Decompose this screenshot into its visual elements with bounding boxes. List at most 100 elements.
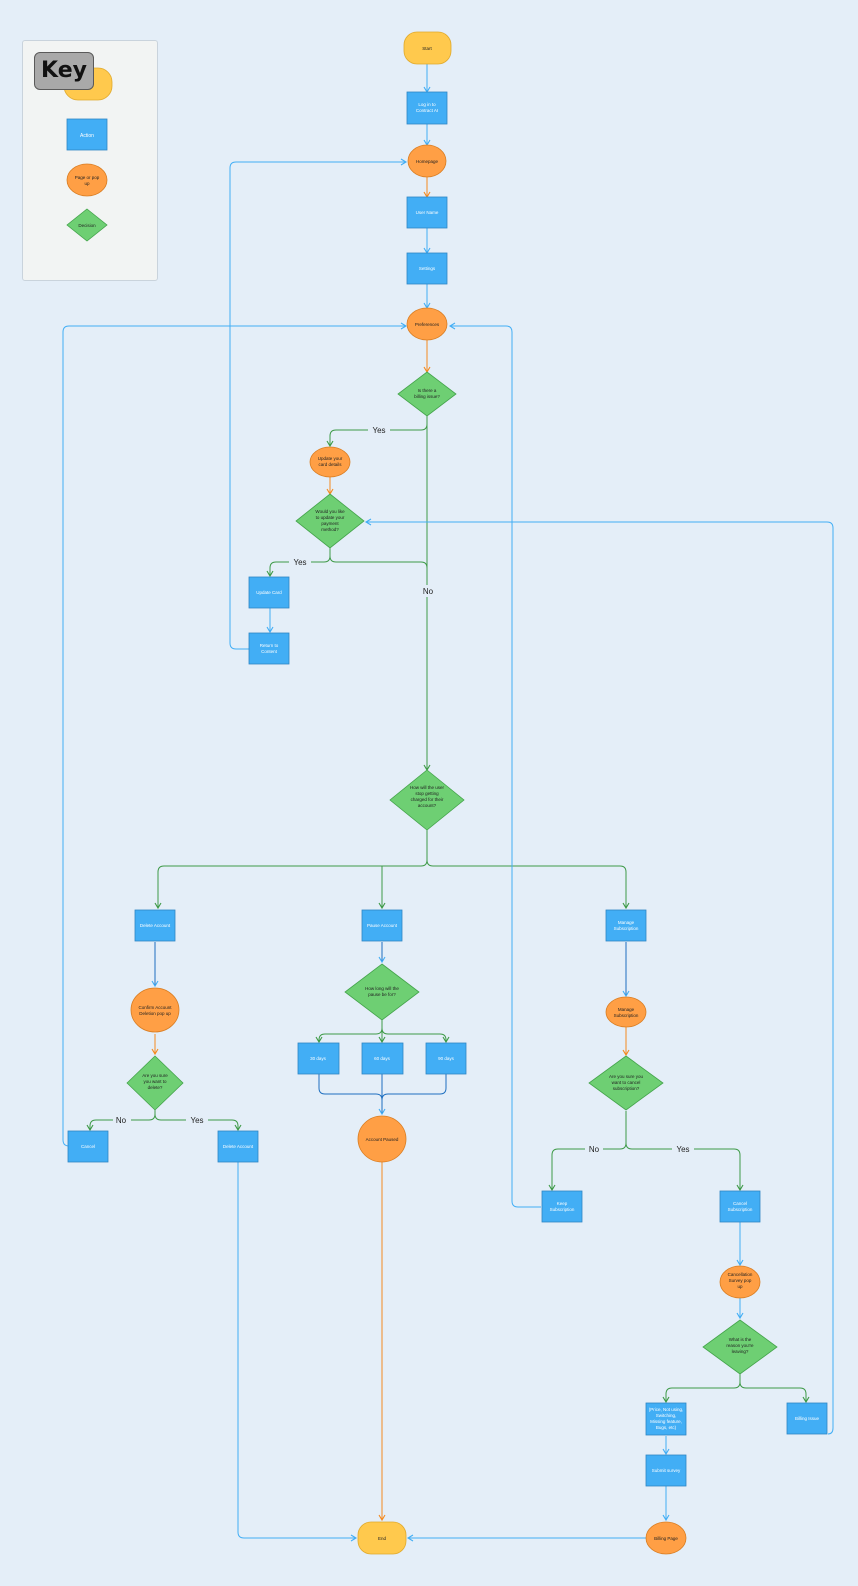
node-start-label: Start bbox=[422, 46, 432, 51]
key-page-label-line2: up bbox=[84, 181, 90, 186]
edge-reasonq-reasons bbox=[662, 1374, 741, 1404]
node-end-label: End bbox=[378, 1536, 387, 1541]
edge-paymentq-no bbox=[329, 548, 428, 569]
edge-cancelq-yes bbox=[625, 1142, 744, 1192]
node-30-days bbox=[297, 1042, 340, 1075]
node-cancel-subscription bbox=[719, 1190, 761, 1223]
node-start bbox=[403, 31, 452, 65]
node-reasons-2: Switching, bbox=[656, 1413, 677, 1418]
node-cancellation-survey bbox=[719, 1265, 761, 1299]
edge-label-no-delete: No bbox=[116, 1116, 127, 1125]
node-update-card-details bbox=[309, 446, 351, 478]
node-user-name-label: User Name bbox=[416, 210, 439, 215]
node-reasons bbox=[645, 1402, 687, 1436]
node-reasons-1: (Price, Not using, bbox=[649, 1407, 684, 1412]
node-update-card-details-1: Update your bbox=[318, 456, 343, 461]
node-60-days-label: 60 days bbox=[374, 1056, 391, 1061]
node-cancel-label: Cancel bbox=[81, 1144, 95, 1149]
node-billing-page bbox=[645, 1521, 687, 1555]
node-manage-subscription-page bbox=[605, 996, 647, 1028]
node-billing-issue-q-2: billing issue? bbox=[414, 394, 440, 399]
edge-label-yes-billing: Yes bbox=[372, 426, 385, 435]
edge-labels: Yes No Yes No Yes No Yes bbox=[113, 424, 694, 1155]
node-cancel-subscription-1: Cancel bbox=[733, 1201, 747, 1206]
edge-pauseq-90 bbox=[381, 1020, 450, 1044]
node-submit-survey-label: Submit survey bbox=[652, 1468, 681, 1473]
edge-return-homepage bbox=[229, 158, 408, 650]
node-billing-issue-q bbox=[397, 371, 457, 417]
node-account-paused-label: Account Paused bbox=[366, 1137, 399, 1142]
key-items: Action Page or pop up Decision bbox=[63, 67, 113, 242]
node-confirm-deletion-1: Confirm Account bbox=[138, 1005, 172, 1010]
node-cancel bbox=[67, 1130, 109, 1163]
nodes: Start Log in to Contract AI Homepage Use… bbox=[67, 31, 828, 1555]
node-cancellation-survey-2: Survey pop bbox=[729, 1278, 752, 1283]
key-page-shape bbox=[66, 163, 108, 197]
node-sure-cancel-q bbox=[588, 1055, 664, 1111]
node-reason-q bbox=[702, 1319, 778, 1375]
key-decision-shape bbox=[66, 208, 108, 242]
node-cancel-subscription-2: Subscription bbox=[728, 1207, 753, 1212]
node-manage-subscription-1: Manage bbox=[618, 920, 635, 925]
node-confirm-deletion-2: Deletion pop up bbox=[139, 1011, 171, 1016]
node-delete-account bbox=[134, 909, 176, 942]
node-return-to-content bbox=[248, 632, 290, 665]
node-keep-subscription-2: Subscription bbox=[550, 1207, 575, 1212]
node-pause-length-q-2: pause be for? bbox=[368, 992, 396, 997]
node-reason-q-3: leaving? bbox=[732, 1349, 749, 1354]
node-reason-q-2: reason you're bbox=[726, 1343, 754, 1348]
node-login-label-1: Log in to bbox=[418, 102, 436, 107]
node-billing-issue-q-1: Is there a bbox=[418, 388, 437, 393]
node-homepage-label: Homepage bbox=[416, 159, 439, 164]
edge-label-yes-cancel: Yes bbox=[676, 1145, 689, 1154]
node-delete-account-action-label: Delete Account bbox=[223, 1144, 254, 1149]
edge-label-no-billing: No bbox=[423, 587, 434, 596]
node-delete-account-action bbox=[217, 1130, 259, 1163]
node-change-account-q-1: How will the user bbox=[410, 785, 445, 790]
node-cancellation-survey-1: Cancellation bbox=[728, 1272, 753, 1277]
edge-keep-preferences bbox=[448, 322, 541, 1208]
node-reason-q-1: What is the bbox=[729, 1337, 752, 1342]
node-preferences-label: Preferences bbox=[415, 322, 440, 327]
node-sure-delete-q-2: you want to bbox=[143, 1079, 167, 1084]
node-billing-page-label: Billing Page bbox=[654, 1536, 678, 1541]
node-login bbox=[406, 91, 448, 125]
node-preferences bbox=[406, 307, 448, 341]
edge-label-yes-update: Yes bbox=[293, 558, 306, 567]
node-billing-issue-label: Billing Issue bbox=[795, 1416, 820, 1421]
node-change-account-q-3: charged for their bbox=[411, 797, 444, 802]
node-30-days-label: 30 days bbox=[310, 1056, 327, 1061]
key-action-shape bbox=[66, 118, 108, 151]
node-sure-cancel-q-2: want to cancel bbox=[612, 1080, 641, 1085]
edge-reasonq-billing bbox=[739, 1381, 810, 1404]
node-90-days bbox=[425, 1042, 467, 1075]
node-settings-label: Settings bbox=[419, 266, 436, 271]
node-submit-survey bbox=[645, 1454, 687, 1487]
node-account-paused bbox=[357, 1115, 407, 1163]
key-decision-label: Decision bbox=[78, 223, 96, 228]
edge-changeq-delete bbox=[154, 830, 428, 910]
node-update-payment-q-4: method? bbox=[321, 527, 339, 532]
node-sure-delete-q-3: delete? bbox=[148, 1085, 163, 1090]
node-manage-subscription bbox=[605, 909, 647, 942]
node-change-account-q bbox=[389, 769, 465, 831]
node-update-payment-q-2: to update your bbox=[316, 515, 345, 520]
node-update-card-label: Update Card bbox=[256, 590, 282, 595]
node-confirm-deletion bbox=[130, 987, 180, 1033]
edge-30-paused bbox=[318, 1074, 383, 1101]
node-sure-cancel-q-3: subscription? bbox=[613, 1086, 640, 1091]
node-return-to-content-2: Content bbox=[261, 649, 278, 654]
node-login-label-2: Contract AI bbox=[416, 108, 438, 113]
edge-deleteaction-end bbox=[237, 1162, 358, 1542]
node-update-card bbox=[248, 576, 290, 609]
node-90-days-label: 90 days bbox=[438, 1056, 455, 1061]
node-update-payment-q-1: Would you like bbox=[315, 509, 345, 514]
node-sure-delete-q-1: Are you sure bbox=[142, 1073, 168, 1078]
node-user-name bbox=[406, 196, 448, 229]
node-pause-account-label: Pause Account bbox=[367, 923, 398, 928]
node-manage-subscription-page-1: Manage bbox=[618, 1007, 635, 1012]
node-pause-length-q-1: How long will the bbox=[365, 986, 399, 991]
edge-billingissue-paymentq bbox=[364, 518, 834, 1435]
node-change-account-q-2: stop getting bbox=[415, 791, 439, 796]
